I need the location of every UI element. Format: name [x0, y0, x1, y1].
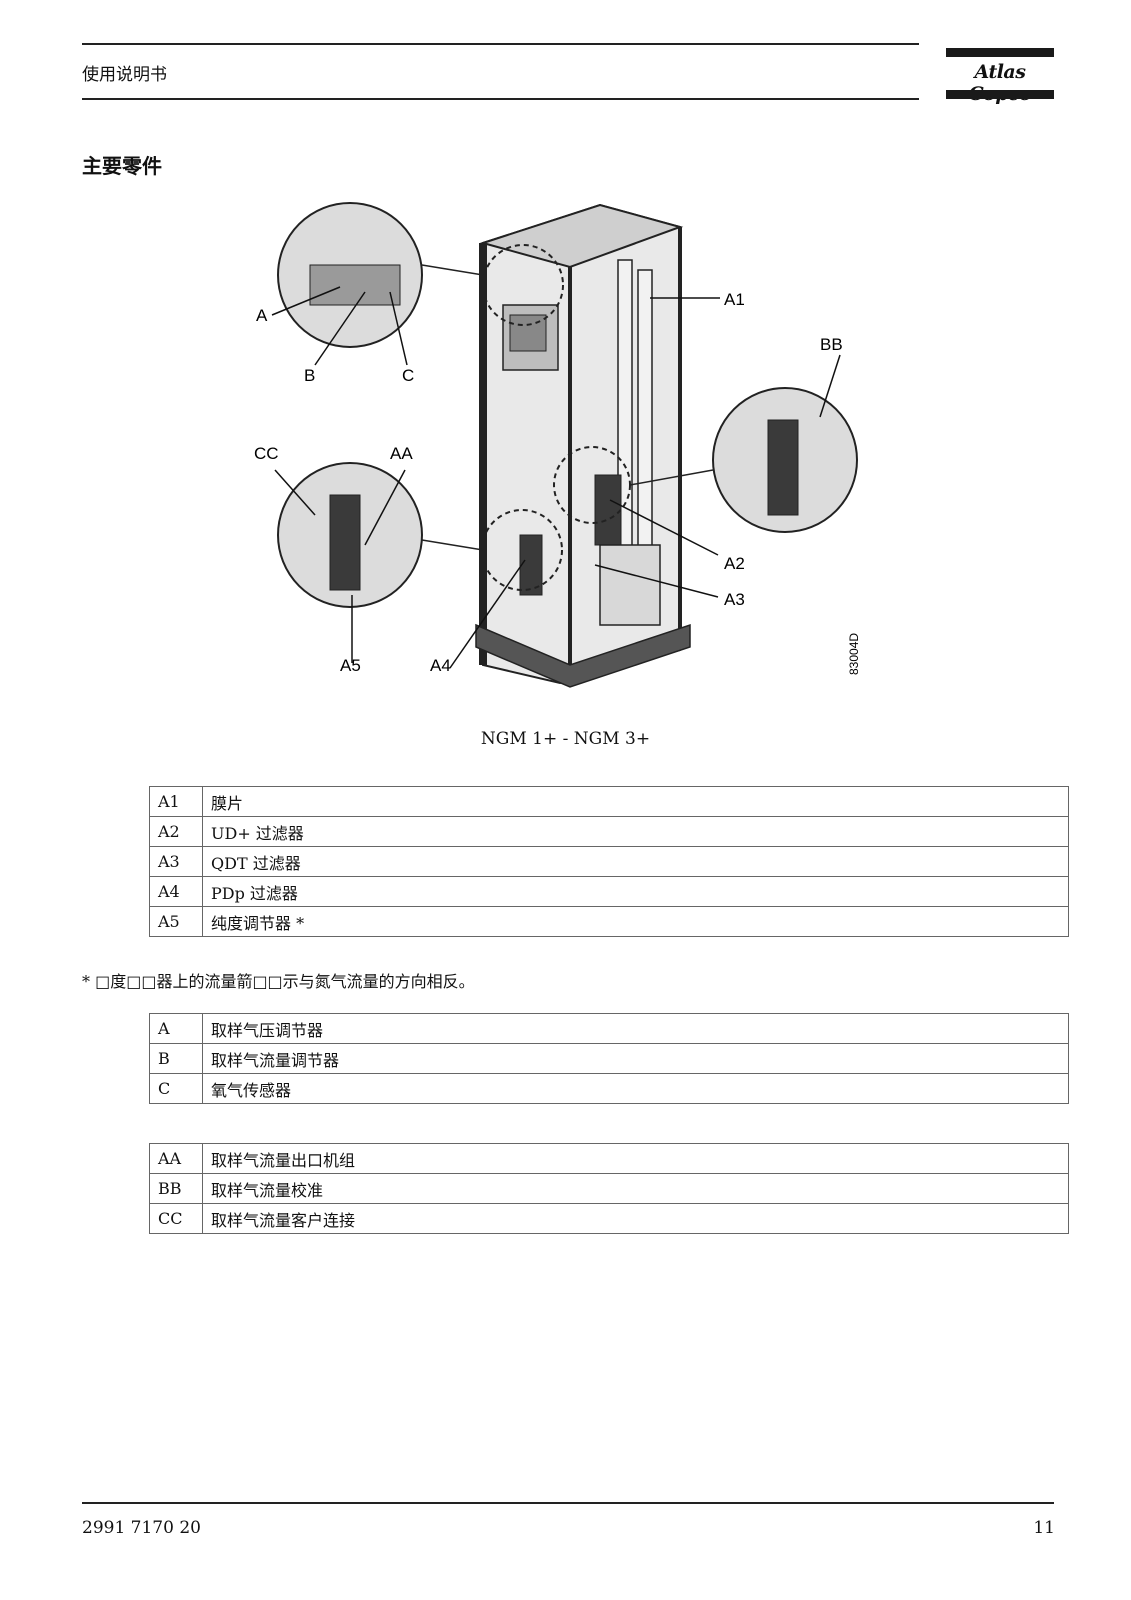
row-desc: QDT 过滤器	[202, 846, 1069, 877]
row-desc: 取样气压调节器	[202, 1013, 1069, 1044]
label-bb: BB	[820, 335, 843, 354]
footnote: * □度□□器上的流量箭□□示与氮气流量的方向相反。	[82, 972, 475, 991]
page-number: 11	[1033, 1518, 1055, 1538]
row-desc: 氧气传感器	[202, 1073, 1069, 1104]
cabinet-illustration	[475, 203, 691, 688]
zoom-callout-left	[277, 462, 484, 608]
label-a4: A4	[430, 656, 451, 675]
row-code: A4	[149, 876, 203, 907]
row-code: A	[149, 1013, 203, 1044]
label-a: A	[256, 306, 268, 325]
machine-diagram: A1 BB A2 A3 A4 A5 A B C CC AA 83004D	[254, 202, 861, 688]
zoom-callout-right	[629, 387, 858, 533]
row-code: B	[149, 1043, 203, 1074]
figure-caption: NGM 1+ - NGM 3+	[480, 729, 651, 749]
leader-lines	[271, 286, 841, 669]
label-c: C	[402, 366, 414, 385]
document-number: 2991 7170 20	[82, 1518, 201, 1538]
section-title: 主要零件	[82, 154, 162, 178]
label-aa: AA	[390, 444, 413, 463]
row-code: C	[149, 1073, 203, 1104]
row-code: BB	[149, 1173, 203, 1204]
row-desc: 取样气流量出口机组	[202, 1143, 1069, 1174]
header-bottom-rule	[82, 98, 919, 100]
row-code: A5	[149, 906, 203, 937]
row-desc: 膜片	[202, 786, 1069, 817]
atlas-copco-logo: Atlas Copco	[946, 48, 1054, 105]
row-code: A1	[149, 786, 203, 817]
row-desc: 取样气流量校准	[202, 1173, 1069, 1204]
zoom-callout-top	[277, 202, 484, 348]
label-a3: A3	[724, 590, 745, 609]
row-code: CC	[149, 1203, 203, 1234]
label-a2: A2	[724, 554, 745, 573]
label-a5: A5	[340, 656, 361, 675]
header-title: 使用说明书	[82, 65, 167, 85]
row-desc: UD+ 过滤器	[202, 816, 1069, 847]
header-top-rule	[82, 43, 919, 45]
row-desc: 纯度调节器 *	[202, 906, 1069, 937]
row-code: A2	[149, 816, 203, 847]
row-desc: 取样气流量客户连接	[202, 1203, 1069, 1234]
row-desc: 取样气流量调节器	[202, 1043, 1069, 1074]
row-desc: PDp 过滤器	[202, 876, 1069, 907]
label-a1: A1	[724, 290, 745, 309]
label-b: B	[304, 366, 315, 385]
label-cc: CC	[254, 444, 279, 463]
row-code: A3	[149, 846, 203, 877]
row-code: AA	[149, 1143, 203, 1174]
figure-code: 83004D	[847, 633, 861, 675]
footer-rule	[82, 1502, 1054, 1504]
